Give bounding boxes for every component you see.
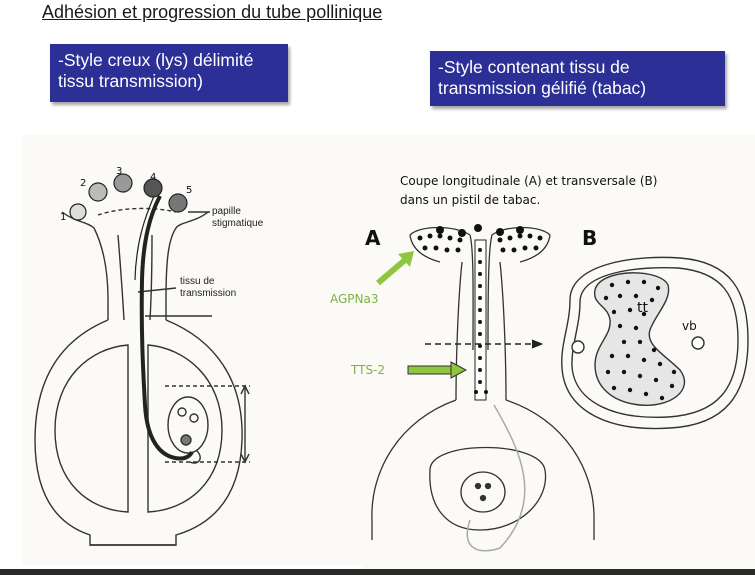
grain-number-5: 5 xyxy=(186,185,192,196)
agp-arrow-shaft xyxy=(376,257,407,286)
tobacco-style-line-2: transmission gélifié (tabac) xyxy=(438,78,647,98)
tts-label: TTS-2 xyxy=(350,363,385,377)
ovary-chamber xyxy=(429,446,547,531)
stigma-outline-left xyxy=(409,226,474,351)
stigma-dashed xyxy=(97,207,177,216)
style-outer-right xyxy=(165,211,209,320)
lily-style-line-2: tissu transmission) xyxy=(58,71,203,91)
tt-label: tt xyxy=(637,300,648,316)
stigma-outline-right xyxy=(487,226,551,351)
inner-boundary xyxy=(571,266,739,419)
vascular-bundle-left xyxy=(571,340,585,354)
grain-number-2: 2 xyxy=(80,178,86,189)
right-panel-bg xyxy=(362,135,755,569)
agp-arrow-head xyxy=(398,251,414,267)
pollen-grain-5 xyxy=(168,193,188,213)
page-title: Adhésion et progression du tube polliniq… xyxy=(42,2,383,22)
pollen-grains xyxy=(69,173,188,221)
caption-line-1: Coupe longitudinale (A) et transversale … xyxy=(400,174,657,188)
lily-style-box: -Style creux (lys) délimité tissu transm… xyxy=(50,44,288,102)
style-wall-right xyxy=(499,261,507,401)
tobacco-transverse-section xyxy=(561,256,749,430)
ovule-cell-1 xyxy=(177,407,187,417)
tissue-label-2: transmission xyxy=(180,288,236,299)
pollen-tube-path xyxy=(466,404,526,552)
pollen-grain-1 xyxy=(69,203,87,221)
grain-number-3: 3 xyxy=(116,166,122,177)
bottom-bar xyxy=(0,569,755,575)
tobacco-longitudinal-section xyxy=(371,226,595,552)
tobacco-style-box: -Style contenant tissu de transmission g… xyxy=(430,51,725,106)
left-panel-bg xyxy=(22,135,362,565)
letter-a: A xyxy=(365,226,381,250)
pollen-grain-4 xyxy=(143,178,163,198)
ovule-nucleus-3 xyxy=(479,494,487,502)
outer-boundary xyxy=(561,256,749,430)
tissue-label-1: tissu de xyxy=(180,276,215,287)
tts-arrow-shaft xyxy=(407,365,454,375)
transverse-tissue-marks xyxy=(603,279,677,401)
transmitting-tissue-region xyxy=(594,272,686,406)
ovule-cell-2 xyxy=(189,413,199,423)
stigma-lobe-left xyxy=(409,234,441,263)
pollen-grain-3 xyxy=(113,173,133,193)
vascular-bundle-right xyxy=(691,336,705,350)
lily-style-line-1: -Style creux (lys) délimité xyxy=(58,50,254,70)
style-inner-right xyxy=(149,234,153,321)
agp-label: AGPNa3 xyxy=(330,292,379,306)
tissue-pointer xyxy=(137,287,177,293)
tobacco-style-line-1: -Style contenant tissu de xyxy=(438,57,630,77)
ovary-wall-right xyxy=(505,399,595,540)
ovule-nucleus-2 xyxy=(484,482,492,490)
locule-left xyxy=(54,344,129,513)
locule-right xyxy=(147,344,223,513)
letter-b: B xyxy=(582,226,597,250)
pollen-tube-edge xyxy=(134,195,155,281)
stigma-lobe-right xyxy=(519,234,551,263)
ovule xyxy=(167,396,209,454)
style-wall-left xyxy=(455,261,463,401)
transmission-column xyxy=(474,239,487,401)
tts-arrow-head xyxy=(450,361,468,379)
caption-line-2: dans un pistil de tabac. xyxy=(400,193,540,207)
grain-number-1: 1 xyxy=(60,212,66,223)
pollen-grain-2 xyxy=(88,182,108,202)
papilla-label-1: papille xyxy=(212,206,241,217)
tobacco-ovule xyxy=(460,471,506,513)
vb-label: vb xyxy=(682,319,697,333)
papilla-label-2: stigmatique xyxy=(212,218,264,229)
pollen-tube xyxy=(139,195,194,461)
ovary-wall-left xyxy=(371,399,457,540)
ovule-nucleus-1 xyxy=(474,482,482,490)
ovule-cell-3 xyxy=(180,434,192,446)
section-arrowhead xyxy=(531,339,544,349)
micropyle xyxy=(189,449,201,464)
measure-arrowheads xyxy=(240,384,250,464)
grain-number-4: 4 xyxy=(150,172,156,183)
style-inner-left xyxy=(117,234,125,321)
transmission-tissue-marks xyxy=(417,224,543,394)
